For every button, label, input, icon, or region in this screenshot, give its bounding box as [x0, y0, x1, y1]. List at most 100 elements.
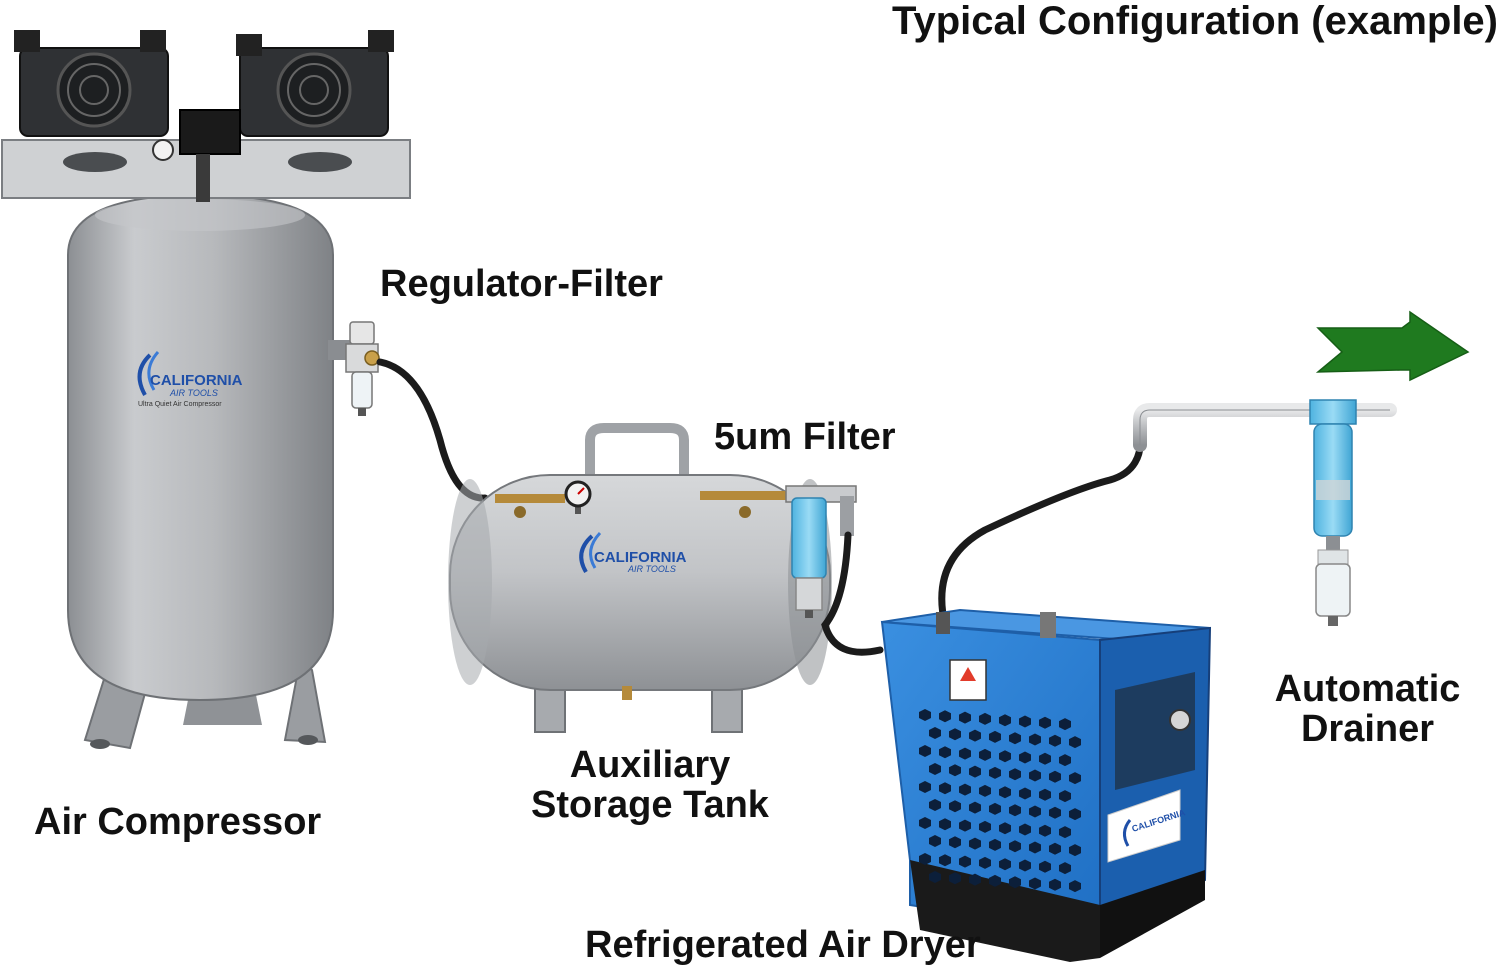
vent-hole: [1019, 823, 1031, 836]
vent-hole: [989, 766, 1001, 779]
vent-hole: [1069, 808, 1081, 821]
vent-hole: [929, 835, 941, 847]
vent-hole: [959, 819, 971, 832]
vent-hole: [969, 837, 981, 850]
hose-dryer-to-pipe: [938, 426, 1145, 629]
vent-hole: [1059, 826, 1071, 839]
vent-hole: [989, 730, 1001, 743]
vent-hole: [1039, 752, 1051, 765]
tank-logo-sub: AIR TOOLS: [627, 564, 676, 574]
label-automatic-drainer: Automatic Drainer: [1255, 668, 1480, 750]
vent-hole: [1039, 716, 1051, 729]
outlet-pipe: [1133, 403, 1397, 452]
vent-hole: [999, 714, 1011, 727]
label-automatic-drainer-line1: Automatic: [1274, 668, 1461, 710]
vent-hole: [1049, 878, 1061, 891]
vent-hole: [1069, 844, 1081, 857]
vent-hole: [1009, 876, 1021, 889]
compressor-tagline: Ultra Quiet Air Compressor: [138, 401, 222, 408]
vent-hole: [1009, 840, 1021, 853]
vent-hole: [989, 802, 1001, 815]
hose-filter-to-dryer: [821, 531, 884, 656]
vent-hole: [1059, 754, 1071, 767]
vent-hole: [1059, 718, 1071, 731]
vent-hole: [949, 872, 961, 885]
vent-hole: [919, 781, 931, 793]
vent-hole: [959, 711, 971, 724]
vent-hole: [1009, 732, 1021, 745]
vent-hole: [1059, 790, 1071, 803]
regulator-filter: [345, 321, 380, 416]
label-air-compressor: Air Compressor: [34, 801, 322, 843]
vent-hole: [989, 838, 1001, 851]
vent-hole: [1039, 788, 1051, 801]
compressor-logo: CALIFORNIA: [150, 372, 243, 389]
vent-hole: [1009, 804, 1021, 817]
vent-hole: [919, 709, 931, 721]
vent-hole: [969, 873, 981, 886]
tank-logo: CALIFORNIA: [594, 549, 687, 566]
vent-hole: [929, 871, 941, 883]
vent-hole: [989, 874, 1001, 887]
vent-hole: [999, 822, 1011, 835]
vent-hole: [969, 729, 981, 742]
vent-hole: [1069, 880, 1081, 893]
label-auxiliary-line2: Storage Tank: [531, 783, 769, 826]
vent-hole: [949, 728, 961, 741]
vent-hole: [1009, 768, 1021, 781]
vent-hole: [1049, 842, 1061, 855]
vent-hole: [1019, 859, 1031, 872]
vent-hole: [1039, 824, 1051, 837]
vent-hole: [1019, 787, 1031, 800]
vent-hole: [1049, 770, 1061, 783]
vent-hole: [1059, 862, 1071, 875]
compressor-logo-sub: AIR TOOLS: [169, 388, 218, 398]
vent-hole: [979, 820, 991, 833]
vent-hole: [949, 836, 961, 849]
vent-hole: [1029, 733, 1041, 746]
vent-hole: [1069, 772, 1081, 785]
air-compressor: [1, 30, 411, 750]
label-regulator-filter: Regulator-Filter: [380, 263, 663, 305]
vent-hole: [979, 712, 991, 725]
vent-hole: [929, 799, 941, 811]
vent-hole: [939, 710, 951, 723]
vent-hole: [919, 853, 931, 865]
vent-hole: [1049, 734, 1061, 747]
dryer-vent-grille: [919, 709, 1081, 893]
vent-hole: [1069, 736, 1081, 749]
vent-hole: [999, 786, 1011, 799]
filter-5um: [785, 485, 857, 618]
label-auxiliary-storage-tank: Auxiliary Storage Tank: [500, 745, 800, 826]
vent-hole: [949, 800, 961, 813]
vent-hole: [1039, 860, 1051, 873]
vent-hole: [1029, 769, 1041, 782]
label-refrigerated-air-dryer: Refrigerated Air Dryer: [585, 924, 981, 966]
vent-hole: [919, 745, 931, 757]
vent-hole: [1049, 806, 1061, 819]
vent-hole: [1029, 805, 1041, 818]
vent-hole: [919, 817, 931, 829]
refrigerated-air-dryer: [880, 608, 1212, 962]
vent-hole: [929, 763, 941, 775]
vent-hole: [979, 856, 991, 869]
vent-hole: [999, 750, 1011, 763]
vent-hole: [929, 727, 941, 739]
vent-hole: [969, 801, 981, 814]
vent-hole: [1019, 751, 1031, 764]
vent-hole: [979, 784, 991, 797]
vent-hole: [999, 858, 1011, 871]
automatic-drainer: [1309, 399, 1357, 626]
vent-hole: [939, 854, 951, 867]
label-5um-filter: 5um Filter: [714, 416, 896, 458]
vent-hole: [939, 782, 951, 795]
right-arrow-icon: [1315, 310, 1470, 382]
vent-hole: [979, 748, 991, 761]
vent-hole: [939, 818, 951, 831]
vent-hole: [1029, 841, 1041, 854]
vent-hole: [949, 764, 961, 777]
vent-hole: [1029, 877, 1041, 890]
vent-hole: [939, 746, 951, 759]
